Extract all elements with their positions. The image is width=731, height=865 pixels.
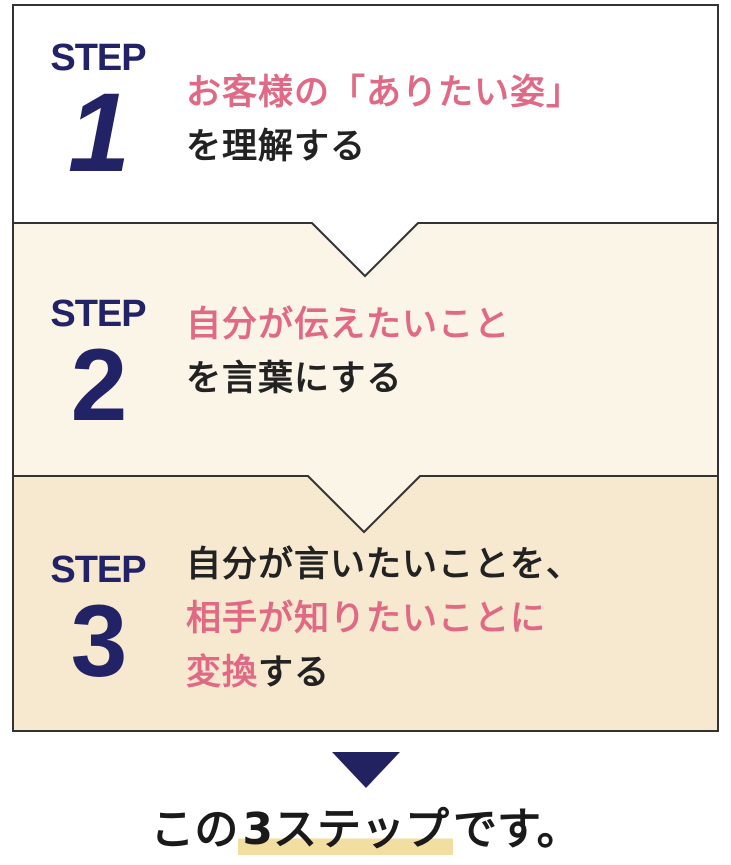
- step1-line2: を理解する: [186, 127, 367, 167]
- step1-line1: お客様の「ありたい姿」: [186, 73, 583, 113]
- step1-text: お客様の「ありたい姿」 を理解する: [186, 66, 582, 174]
- step2-word: STEP: [50, 293, 146, 335]
- step3-word: STEP: [50, 549, 146, 591]
- step3-line2: 相手が知りたいことに: [186, 599, 547, 639]
- step1-panel: [12, 4, 719, 278]
- conclusion-suffix: です。: [453, 804, 581, 855]
- step3-line3-pink: 変換: [186, 653, 259, 693]
- step3-line1: 自分が言いたいことを、: [186, 545, 583, 585]
- down-triangle-icon: [332, 752, 400, 788]
- step-flow: STEP 1 お客様の「ありたい姿」 を理解する STEP 2 自分が伝えたいこ…: [12, 4, 719, 732]
- step3-text: 自分が言いたいことを、 相手が知りたいことに 変換する: [186, 538, 582, 700]
- step3-label: STEP 3: [32, 550, 164, 692]
- step3-line3: 変換する: [186, 646, 582, 700]
- step2-label: STEP 2: [32, 294, 164, 436]
- step2-text: 自分が伝えたいこと を言葉にする: [186, 298, 510, 406]
- step2-line1: 自分が伝えたいこと: [186, 305, 511, 345]
- step2-line2: を言葉にする: [186, 359, 403, 399]
- step3-number: 3: [70, 584, 128, 698]
- step1-word: STEP: [50, 37, 146, 79]
- step-frame: [12, 4, 719, 732]
- step1-number: 1: [67, 70, 130, 195]
- step1-label: STEP 1: [32, 37, 164, 195]
- conclusion-prefix: この: [150, 804, 239, 855]
- step3-line3-dark: する: [258, 653, 331, 693]
- conclusion-text: この3ステップです。: [0, 800, 731, 860]
- conclusion-highlight: 3ステップ: [238, 804, 453, 855]
- step2-number: 2: [70, 328, 128, 442]
